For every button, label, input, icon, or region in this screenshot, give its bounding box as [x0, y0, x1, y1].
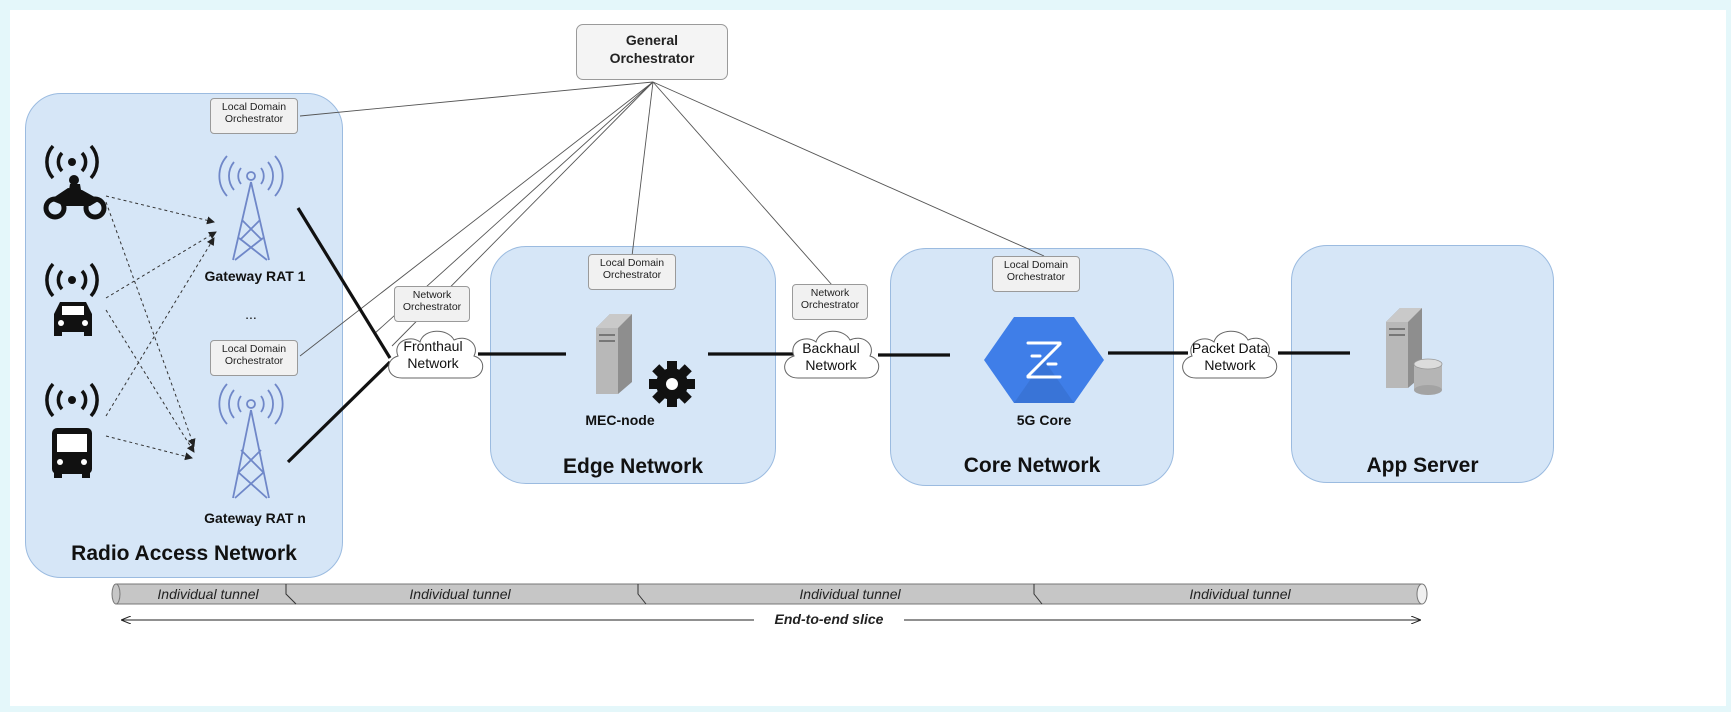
gateway-rat-n-tower-icon: [218, 383, 284, 499]
radio-access-network-title: Radio Access Network: [71, 542, 297, 565]
fronthaul-cloud-icon: [388, 330, 484, 379]
edge-orchestrator-box: Local Domain Orchestrator: [588, 254, 676, 290]
core-network-title: Core Network: [963, 454, 1101, 477]
packet-data-cloud-icon: [1182, 330, 1278, 379]
tunnel-label-2: Individual tunnel: [409, 586, 511, 602]
tunnel-label-1: Individual tunnel: [157, 586, 259, 602]
app-server-icon: [1386, 308, 1422, 388]
5g-core-label: 5G Core: [1016, 412, 1072, 428]
connections-layer: [43, 81, 1443, 706]
database-icon: [1413, 358, 1443, 395]
ran-ellipsis: ...: [245, 306, 257, 322]
car-signal-icon: [45, 262, 99, 298]
tunnel-label-3: Individual tunnel: [799, 586, 901, 602]
edge-network-title: Edge Network: [562, 455, 704, 478]
backhaul-cloud-icon: [784, 330, 880, 379]
mec-node-server-icon: [596, 314, 632, 394]
gear-icon: [649, 361, 695, 407]
ran-orchestrator-2-box: Local Domain Orchestrator: [210, 340, 298, 376]
motorcycle-icon: [43, 175, 107, 220]
core-orchestrator-box: Local Domain Orchestrator: [992, 256, 1080, 292]
fronthaul-network-label: Fronthaul Network: [403, 338, 463, 371]
radio-access-network-domain: Radio Access Network: [25, 93, 343, 578]
gateway-rat-n-label: Gateway RAT n: [204, 510, 306, 526]
car-icon: [54, 302, 92, 336]
diagram-canvas: Radio Access Network Edge Network Core N…: [10, 10, 1726, 706]
backhaul-orchestrator-box: Network Orchestrator: [792, 284, 868, 320]
general-orchestrator-box: General Orchestrator: [576, 24, 728, 80]
device-links: [105, 195, 217, 461]
tunnel-pipe: [111, 583, 1428, 605]
gateway-rat-1-tower-icon: [218, 155, 284, 261]
bus-icon: [52, 428, 92, 478]
bus-signal-icon: [45, 382, 99, 418]
app-server-title: App Server: [1366, 454, 1479, 477]
motorcycle-signal-icon: [45, 144, 99, 180]
packet-data-network-label: Packet Data Network: [1191, 340, 1269, 373]
network-links: [286, 207, 1350, 464]
mec-node-label: MEC-node: [585, 412, 655, 428]
backhaul-network-label: Backhaul Network: [802, 340, 860, 373]
end-to-end-slice-label: End-to-end slice: [774, 611, 884, 627]
5g-core-hexagon-icon: [984, 317, 1104, 403]
gateway-rat-1-label: Gateway RAT 1: [204, 268, 306, 284]
fronthaul-orchestrator-box: Network Orchestrator: [394, 286, 470, 322]
tunnel-label-4: Individual tunnel: [1189, 586, 1291, 602]
ran-orchestrator-1-box: Local Domain Orchestrator: [210, 98, 298, 134]
